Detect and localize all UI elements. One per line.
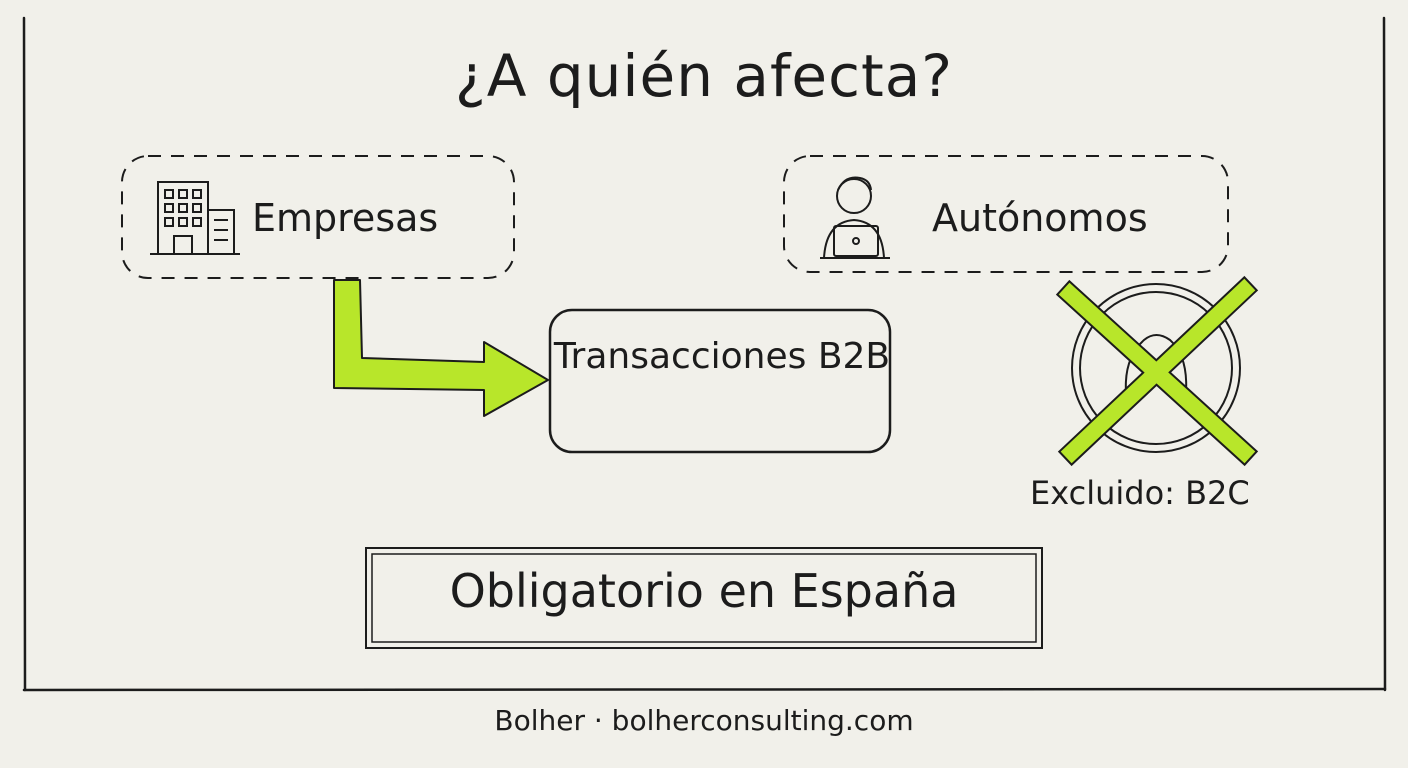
person-laptop-icon [820,176,890,259]
empresas-box [121,155,515,279]
excluded-label: Excluido: B2C [1030,474,1250,512]
crossed-out-icon [1055,275,1259,467]
autonomos-label: Autónomos [932,196,1148,240]
mandatory-banner: Obligatorio en España [449,564,959,618]
empresas-label: Empresas [252,196,439,240]
page-title: ¿A quién afecta? [454,42,954,110]
building-icon [150,181,240,255]
footer: Bolher · bolherconsulting.com [494,704,914,737]
b2b-label: Transacciones B2B [553,336,891,377]
outer-frame [22,16,1387,692]
flow-arrow [333,279,549,417]
autonomos-box [783,155,1229,273]
mandatory-banner-box [365,547,1043,649]
b2b-box [548,308,892,454]
